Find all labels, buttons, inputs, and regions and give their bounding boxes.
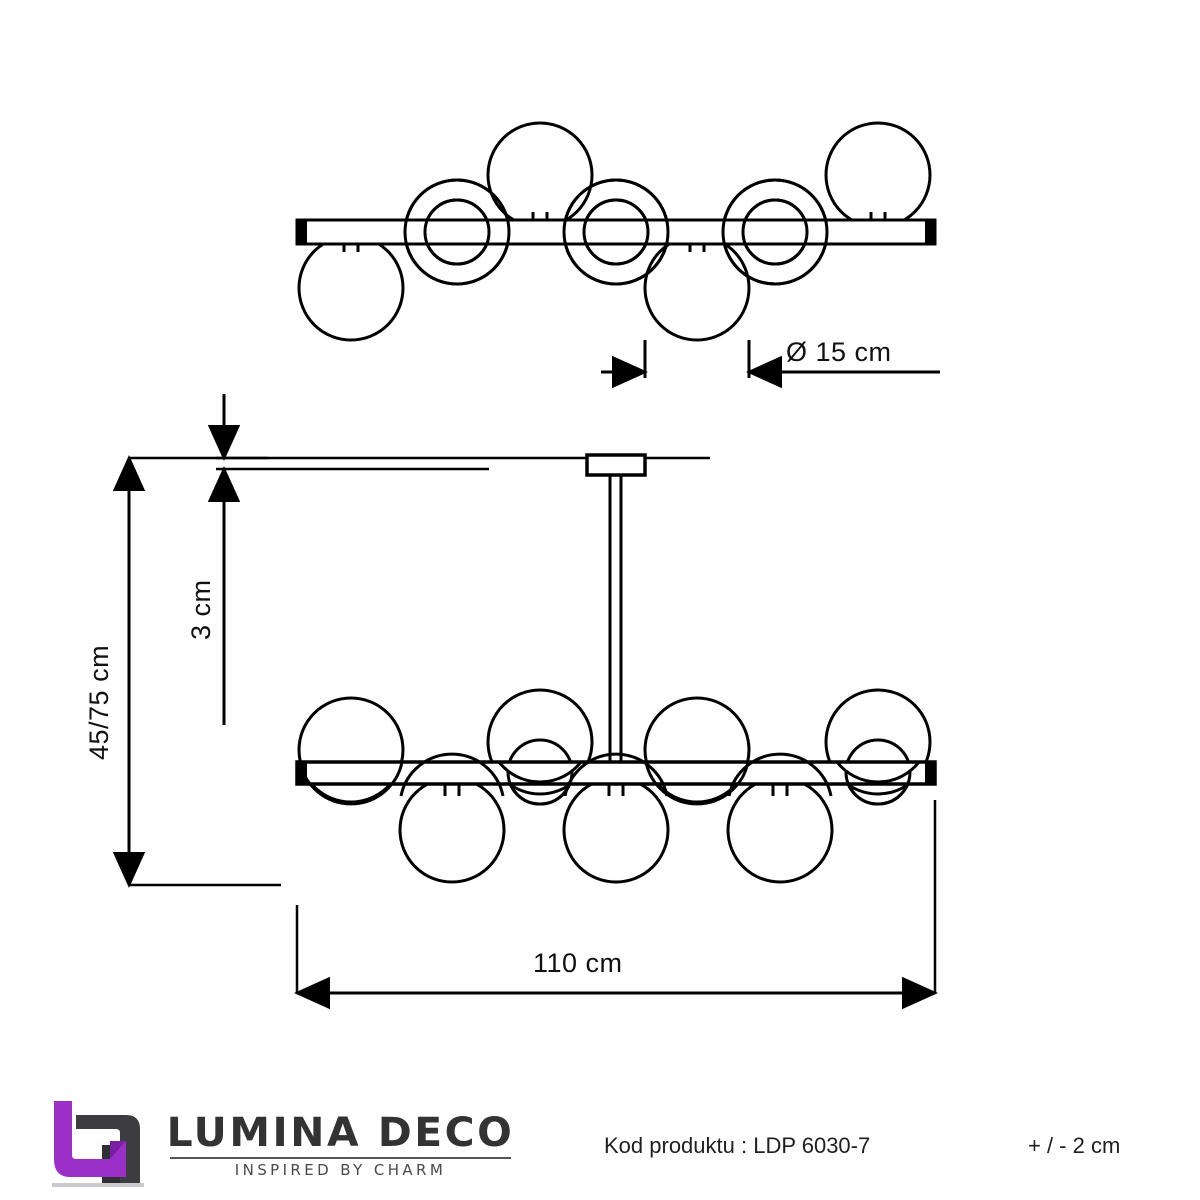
- front-view-bar-endcap-right: [925, 761, 936, 785]
- brand-name: LUMINA DECO: [166, 1109, 515, 1156]
- top-view-globe: [297, 234, 405, 342]
- total-width-dimension: [294, 800, 938, 1010]
- front-view-globe-above: [297, 696, 405, 804]
- front-view-globe-below: [398, 776, 506, 884]
- total-height-label: 45/75 cm: [84, 644, 114, 760]
- front-view-hanging-globe-top-overlay: [399, 752, 833, 797]
- footer: LUMINA DECO INSPIRED BY CHARM Kod produk…: [0, 1085, 1200, 1200]
- front-view-globe-above: [643, 696, 751, 804]
- globe-diameter-dimension: [601, 340, 940, 389]
- top-view-globe: [643, 234, 751, 342]
- front-view-globe-socket: [486, 688, 594, 806]
- front-view-globe-below: [562, 776, 670, 884]
- brand-logo: LUMINA DECO INSPIRED BY CHARM: [40, 1093, 512, 1193]
- ceiling-assembly: [216, 453, 710, 770]
- front-view-globe-socket: [824, 688, 932, 806]
- top-view-bar-endcap-right: [925, 219, 936, 245]
- top-view-globe: [824, 121, 932, 229]
- front-view-group: [295, 688, 937, 884]
- tolerance-label: + / - 2 cm: [1028, 1133, 1121, 1158]
- top-view-group: [295, 121, 937, 342]
- top-view-globe-overlay: [403, 178, 829, 286]
- top-view-bar-endcap-left: [296, 219, 307, 245]
- total-width-label: 110 cm: [533, 948, 623, 978]
- suspension-rod: [608, 475, 623, 770]
- brand-divider: [170, 1156, 511, 1159]
- lumina-deco-monogram-icon: [52, 1101, 144, 1187]
- canopy-drop-label: 3 cm: [186, 579, 216, 640]
- total-height-dimension: [112, 455, 281, 888]
- ceiling-canopy: [585, 453, 647, 477]
- front-view-globe-bottom-overlay: [298, 761, 921, 806]
- front-view-globe-below: [726, 776, 834, 884]
- brand-tagline: INSPIRED BY CHARM: [234, 1160, 447, 1179]
- product-code-label: Kod produktu : LDP 6030-7: [604, 1133, 871, 1158]
- top-view-bar: [295, 218, 937, 246]
- globe-diameter-label: Ø 15 cm: [786, 337, 892, 367]
